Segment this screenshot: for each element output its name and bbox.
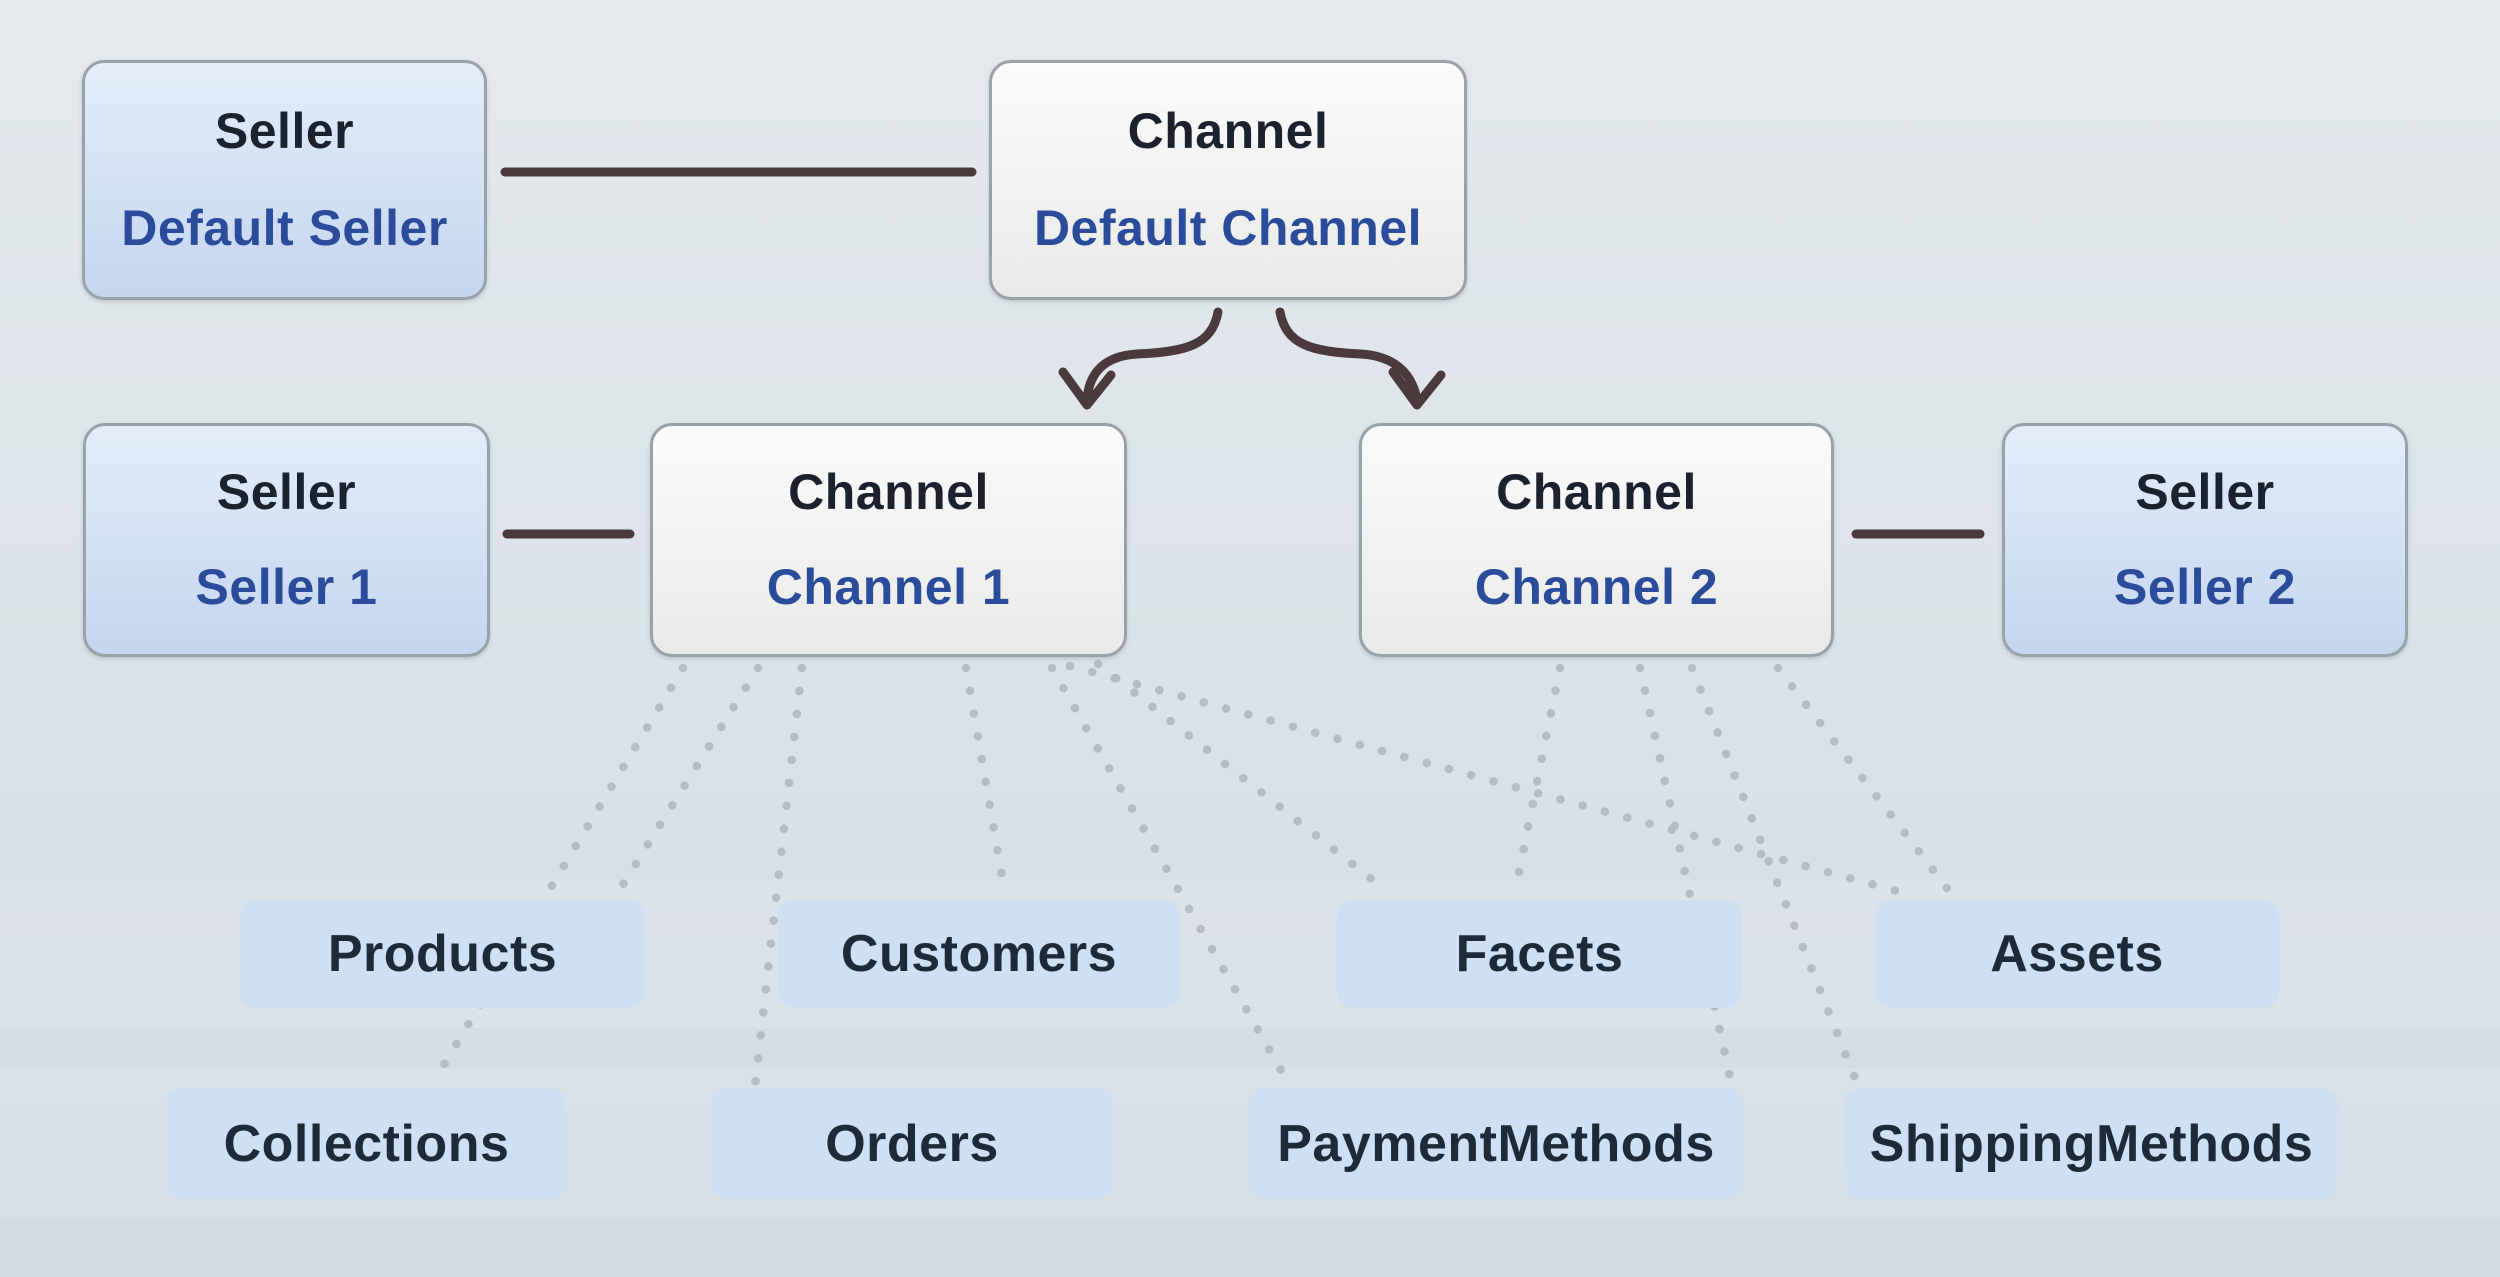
entity-orders: Orders <box>712 1088 1112 1199</box>
arrowhead-channel2 <box>1388 367 1446 410</box>
node-type-label: Channel <box>788 464 989 521</box>
node-name-label: Channel 1 <box>766 558 1011 615</box>
node-channel-1: Channel Channel 1 <box>650 423 1127 657</box>
dotted-link-channel1-products <box>612 663 763 899</box>
dotted-link-channel2-assets <box>1773 663 1955 897</box>
dotted-link-channel2-shippingmethods <box>1687 663 1863 1091</box>
entity-collections: Collections <box>167 1088 566 1199</box>
node-type-label: Channel <box>1127 103 1329 160</box>
node-seller-2: Seller Seller 2 <box>2002 423 2408 657</box>
dotted-link-channel1-collections <box>431 663 688 1083</box>
dotted-link-channel1-paymentmethods <box>1047 663 1295 1091</box>
entity-facets: Facets <box>1337 900 1742 1008</box>
entity-customers: Customers <box>778 900 1180 1008</box>
arrow-defaultchannel-to-channel2 <box>1275 307 1422 405</box>
dotted-link-channel1-orders <box>750 663 807 1091</box>
dotted-link-channel1-facets <box>1093 659 1393 897</box>
node-default-channel: Channel Default Channel <box>989 60 1467 300</box>
dotted-link-channel1-assets <box>1065 661 1913 899</box>
arrowhead-channel1 <box>1058 367 1116 410</box>
node-name-label: Seller 1 <box>195 558 378 615</box>
node-seller-1: Seller Seller 1 <box>83 423 490 657</box>
node-name-label: Default Seller <box>121 199 448 256</box>
node-type-label: Channel <box>1496 464 1697 521</box>
node-type-label: Seller <box>216 464 357 521</box>
node-type-label: Seller <box>2135 464 2275 521</box>
entity-paymentmethods: PaymentMethods <box>1249 1088 1743 1199</box>
dotted-link-channel1-customers <box>961 663 1010 899</box>
entity-products: Products <box>240 900 645 1008</box>
node-name-label: Channel 2 <box>1474 558 1719 615</box>
node-name-label: Seller 2 <box>2114 558 2296 615</box>
entity-shippingmethods: ShippingMethods <box>1845 1088 2338 1199</box>
node-channel-2: Channel Channel 2 <box>1359 423 1834 657</box>
dotted-link-channel2-facets <box>1510 663 1565 897</box>
arrow-defaultchannel-to-channel1 <box>1082 307 1223 405</box>
entity-assets: Assets <box>1875 900 2279 1008</box>
node-type-label: Seller <box>214 103 355 160</box>
dotted-link-channel2-paymentmethods <box>1635 663 1737 1091</box>
node-default-seller: Seller Default Seller <box>82 60 487 300</box>
node-name-label: Default Channel <box>1033 199 1423 256</box>
